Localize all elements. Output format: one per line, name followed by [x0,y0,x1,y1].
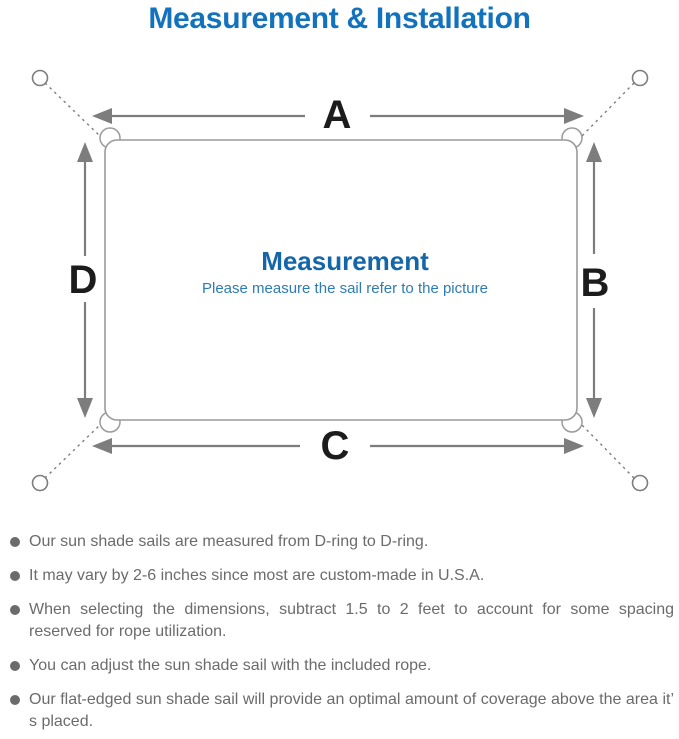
guy-line-top-right [580,82,635,138]
guy-line-bottom-left [44,423,102,479]
note-text: Our sun shade sails are measured from D-… [29,533,429,550]
note-text: Our flat-edged sun shade sail will provi… [29,691,674,730]
anchor-point-icon [31,69,49,87]
sail-measurement-diagram: A C D B Measurement Please measure the s… [31,69,649,492]
note-text: You can adjust the sun shade sail with t… [29,657,432,674]
arrow-left-icon [92,108,112,124]
anchor-point-icon [631,69,649,87]
list-item: It may vary by 2-6 inches since most are… [10,565,674,587]
guy-line-bottom-right [580,423,635,479]
arrow-left-icon [92,438,112,454]
arrow-down-icon [586,398,602,418]
note-text: When selecting the dimensions, subtract … [29,601,674,640]
notes-list: Our sun shade sails are measured from D-… [10,531,674,739]
guy-line-top-left [44,82,102,138]
page-title: Measurement & Installation [148,2,531,35]
list-item: You can adjust the sun shade sail with t… [10,655,674,677]
dim-label-c: C [321,424,350,468]
diagram-subtitle: Please measure the sail refer to the pic… [202,280,488,297]
list-item: When selecting the dimensions, subtract … [10,599,674,643]
note-text: It may vary by 2-6 inches since most are… [29,567,485,584]
list-item: Our sun shade sails are measured from D-… [10,531,674,553]
dim-label-d: D [69,258,98,302]
dim-label-a: A [323,93,352,137]
bullet-icon [10,605,20,615]
arrow-right-icon [564,108,584,124]
arrow-right-icon [564,438,584,454]
bullet-icon [10,571,20,581]
diagram-heading: Measurement [261,246,429,276]
anchor-point-icon [631,474,649,492]
list-item: Our flat-edged sun shade sail will provi… [10,689,674,733]
anchor-point-icon [31,474,49,492]
dim-label-b: B [581,261,610,305]
sail-outline [104,139,578,421]
bullet-icon [10,537,20,547]
arrow-down-icon [77,398,93,418]
arrow-up-icon [586,142,602,162]
arrow-up-icon [77,142,93,162]
bullet-icon [10,661,20,671]
bullet-icon [10,695,20,705]
